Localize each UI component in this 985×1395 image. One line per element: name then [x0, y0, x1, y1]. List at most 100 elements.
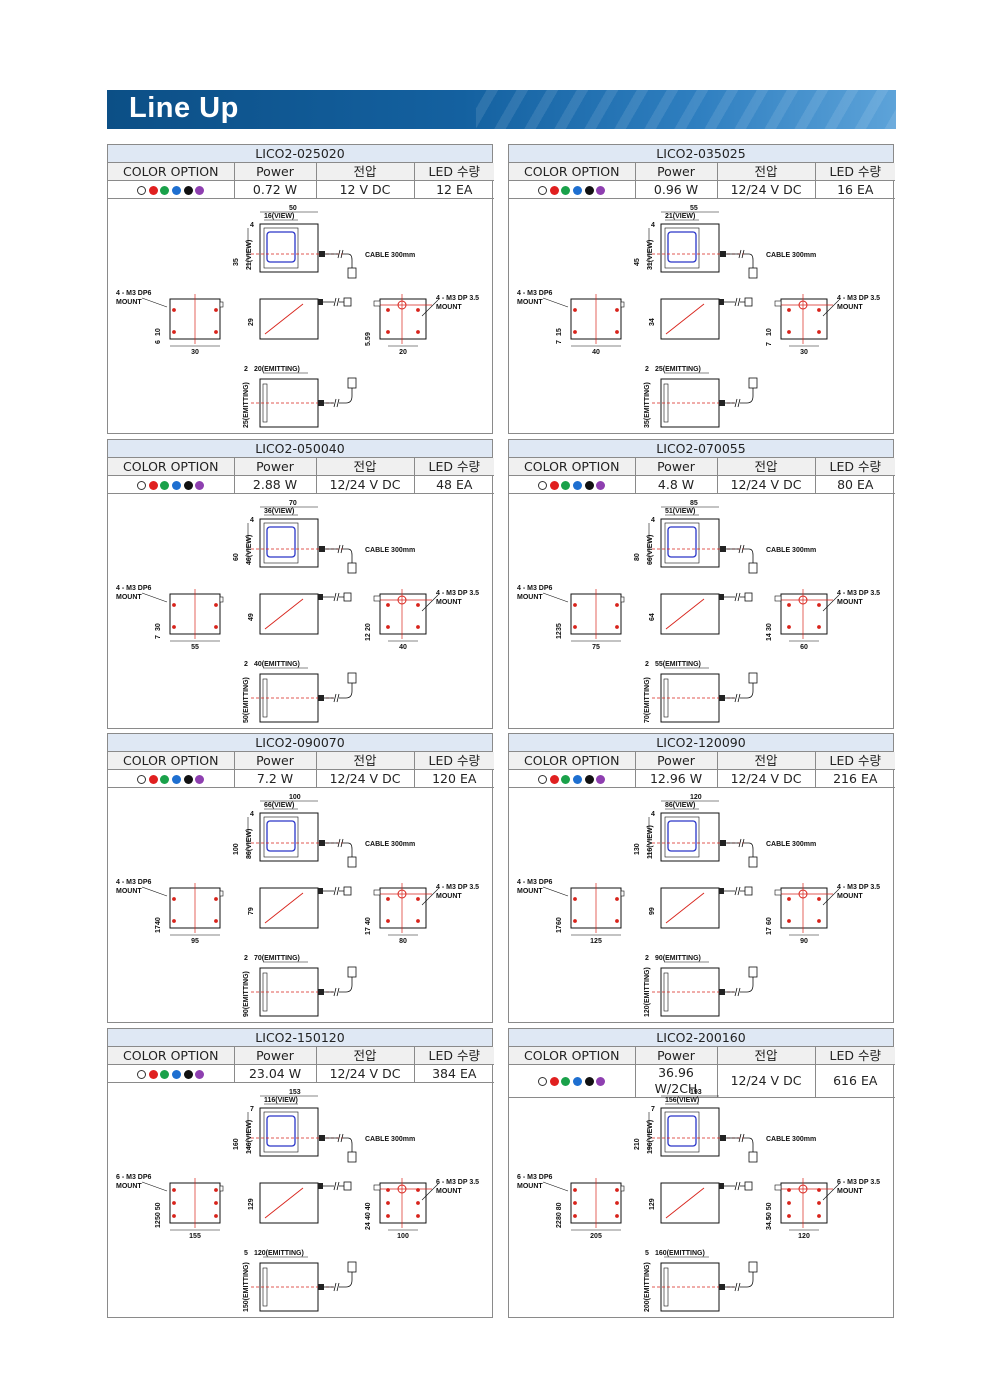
- voltage-value: 12/24 V DC: [717, 769, 816, 788]
- product-model: LICO2-090070: [108, 734, 492, 752]
- color-swatch: [596, 185, 606, 195]
- color-swatch: [549, 480, 559, 490]
- mount-hole: [172, 625, 176, 629]
- mount-hole: [573, 1214, 577, 1218]
- mount-hole: [416, 625, 420, 629]
- dimension-width: 50: [289, 205, 297, 212]
- color-swatch: [584, 1077, 594, 1086]
- dimension-back-hole-spacing: 40: [365, 917, 372, 925]
- dimension-emitting-height: 50(EMITTING): [243, 677, 250, 723]
- dimension-lip: 4: [250, 222, 254, 229]
- mount-hole: [787, 625, 791, 629]
- mount-hole: [386, 1214, 390, 1218]
- led-count-value: 216 EA: [815, 769, 895, 788]
- mount-hole: [386, 330, 390, 334]
- dimension-back-hole-spacing: 50 50: [766, 1202, 773, 1220]
- voltage-value: 12/24 V DC: [316, 475, 415, 494]
- dimension-side-width: 155: [189, 1233, 201, 1240]
- color-option-header: COLOR OPTION: [509, 458, 636, 476]
- voltage-value: 12/24 V DC: [717, 180, 816, 199]
- power-value: 0.96 W: [635, 180, 718, 199]
- color-swatch: [148, 1069, 158, 1079]
- mount-hole: [573, 308, 577, 312]
- color-swatch: [172, 185, 182, 195]
- mount-hole: [172, 330, 176, 334]
- color-swatch: [172, 774, 182, 784]
- voltage-value: 12/24 V DC: [717, 1064, 816, 1098]
- mount-hole: [787, 308, 791, 312]
- dimension-back-hole-offset: 5.5: [365, 336, 372, 346]
- led-count-value: 120 EA: [414, 769, 494, 788]
- power-header: Power: [234, 163, 317, 181]
- mount-hole: [615, 919, 619, 923]
- dimension-emitting-height: 200(EMITTING): [644, 1262, 651, 1312]
- dimension-body-height: 34: [649, 318, 656, 326]
- color-swatch: [573, 185, 583, 195]
- color-swatch: [148, 774, 158, 784]
- power-header: Power: [234, 1047, 317, 1065]
- mount-hole: [386, 897, 390, 901]
- dimension-back-hole-spacing: 9: [365, 332, 372, 336]
- dimension-view-width: 66(VIEW): [264, 802, 294, 809]
- dimension-back-hole-offset: 17: [766, 927, 773, 935]
- dimension-emitting-width: 40(EMITTING): [254, 661, 300, 668]
- color-option-header: COLOR OPTION: [108, 458, 235, 476]
- mount-hole: [214, 625, 218, 629]
- product-model: LICO2-050040: [108, 440, 492, 458]
- voltage-value: 12/24 V DC: [316, 769, 415, 788]
- dimension-emit-lip: 2: [645, 661, 649, 668]
- mount-hole: [172, 919, 176, 923]
- spec-header-row: COLOR OPTION Power 전압 LED 수량: [108, 458, 494, 476]
- mount-hole: [214, 919, 218, 923]
- mount-hole: [386, 919, 390, 923]
- dimension-side-hole-spacing: 30: [155, 623, 162, 631]
- mount-hole: [787, 919, 791, 923]
- dimension-emit-lip: 2: [244, 661, 248, 668]
- dimension-view-height: 31(VIEW): [647, 240, 654, 270]
- dimension-view-width: 86(VIEW): [665, 802, 695, 809]
- dimension-total-height: 130: [634, 843, 641, 855]
- color-option-header: COLOR OPTION: [108, 752, 235, 770]
- dimension-back-hole-spacing: 10: [766, 328, 773, 336]
- color-swatch: [137, 1069, 147, 1079]
- color-swatch: [561, 185, 571, 195]
- mount-hole: [172, 603, 176, 607]
- body-view-drawing: 34: [649, 297, 753, 340]
- dimension-width: 120: [690, 794, 702, 801]
- voltage-header: 전압: [316, 1047, 415, 1065]
- cable-length-label: CABLE 300mm: [365, 1136, 415, 1143]
- mount-hole: [214, 1201, 218, 1205]
- body-view-drawing: 129: [649, 1181, 753, 1224]
- body-view-drawing: 129: [248, 1181, 352, 1224]
- dimension-emit-lip: 5: [645, 1250, 649, 1257]
- dimension-side-hole-offset: 12: [155, 1220, 162, 1228]
- cable-length-label: CABLE 300mm: [365, 841, 415, 848]
- mount-hole: [416, 919, 420, 923]
- dimension-width: 85: [690, 500, 698, 507]
- color-swatch: [538, 480, 548, 490]
- product-card: LICO2-120090 COLOR OPTION Power 전압 LED 수…: [508, 733, 895, 1023]
- dimension-lip: 7: [651, 1106, 655, 1113]
- dimension-body-height: 49: [248, 613, 255, 621]
- dimension-back-hole-spacing: 20: [365, 623, 372, 631]
- dimension-side-width: 125: [590, 938, 602, 945]
- dimension-body-height: 64: [649, 613, 656, 621]
- mount-hole: [817, 308, 821, 312]
- color-option-header: COLOR OPTION: [108, 1047, 235, 1065]
- mount-hole: [416, 308, 420, 312]
- product-model: LICO2-035025: [509, 145, 893, 163]
- dimension-view-height: 196(VIEW): [647, 1120, 654, 1154]
- dimension-back-width: 90: [800, 938, 808, 945]
